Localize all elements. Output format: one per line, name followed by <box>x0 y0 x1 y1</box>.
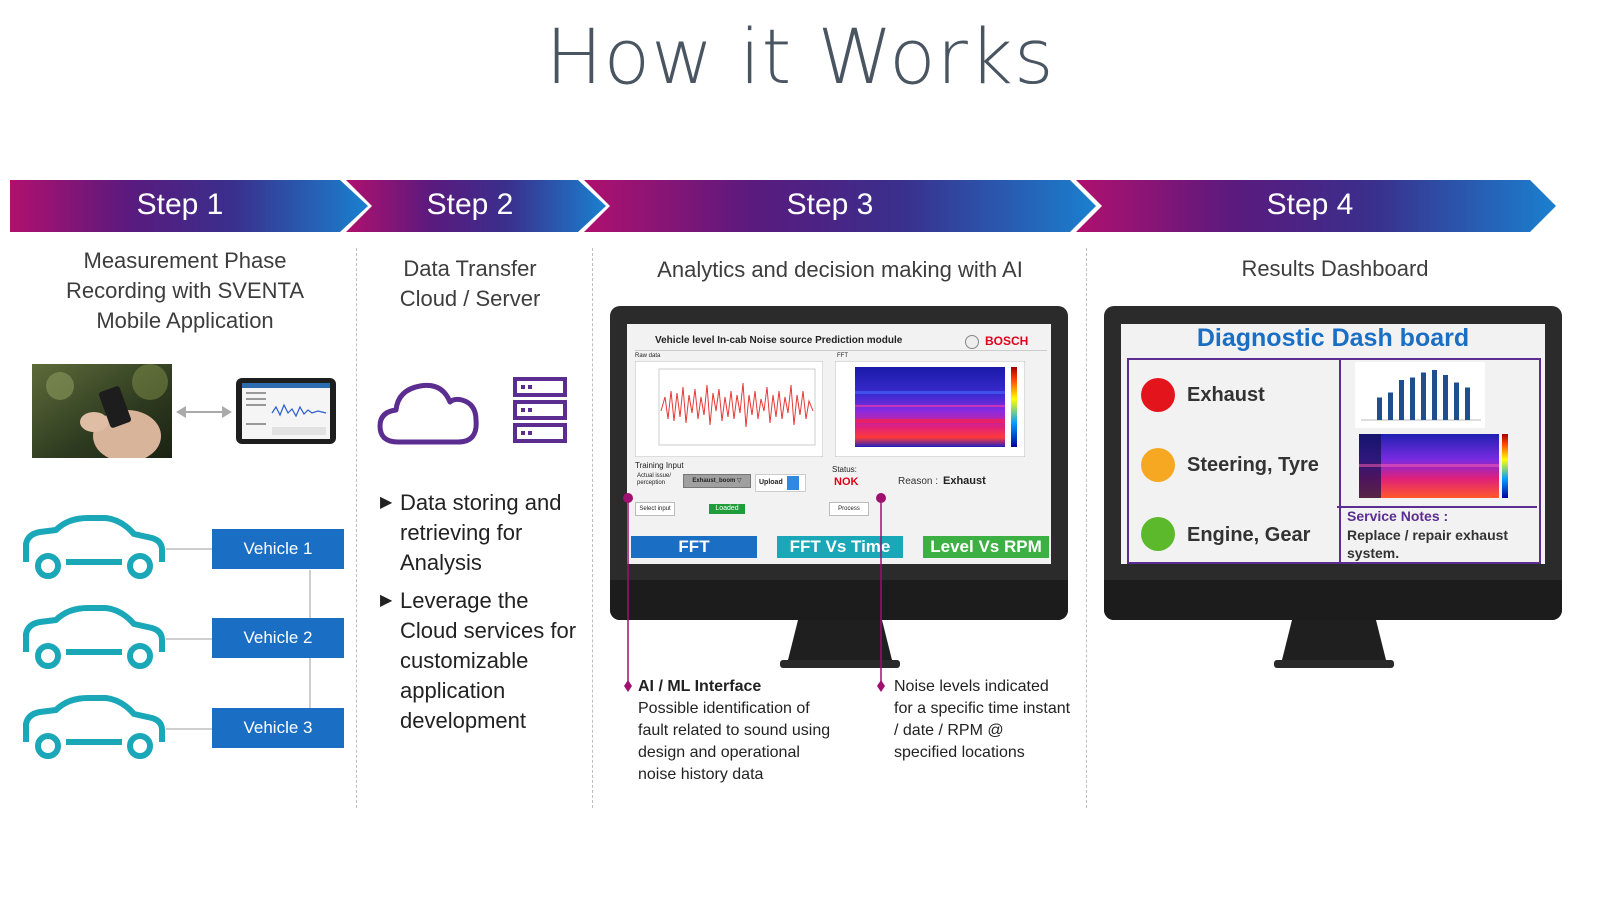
page-title: How it Works <box>545 12 1055 101</box>
step1-chevron <box>10 180 368 232</box>
raw-data-plot <box>635 361 823 457</box>
triangle-bullet-icon: ▶ <box>380 592 393 609</box>
noise-levels-annotation: Noise levels indicated for a specific ti… <box>894 678 1071 761</box>
actual-issue-label: Actual issue/ perception <box>637 473 672 486</box>
status-value: NOK <box>834 476 859 488</box>
waveform-line <box>660 382 814 428</box>
dashboard-item-label: Steering, Tyre <box>1187 454 1319 476</box>
notes-divider <box>1337 506 1537 508</box>
fft-spectrogram <box>835 361 1025 457</box>
server-icon <box>513 377 567 443</box>
brand-label: BOSCH <box>985 334 1029 348</box>
dashboard-item-label: Engine, Gear <box>1187 524 1311 546</box>
step-banner <box>10 180 1556 232</box>
mini-bar <box>1399 380 1404 420</box>
mini-bar <box>1443 375 1448 420</box>
divider-3 <box>1086 248 1087 808</box>
monitor-bezel <box>1104 580 1562 620</box>
mini-bar <box>1465 387 1470 420</box>
step4-label: Step 4 <box>1266 188 1354 221</box>
status-dot-green <box>1141 517 1175 551</box>
vehicle-1-box: Vehicle 1 <box>212 529 344 569</box>
reason-value: Exhaust <box>943 475 986 487</box>
mini-bar <box>1421 372 1426 420</box>
step1-label: Step 1 <box>136 188 224 221</box>
status-label: Status: <box>832 465 857 474</box>
step2-chevron <box>346 180 606 232</box>
ai-ml-annotation: AI / ML Interface Possible identificatio… <box>638 678 831 783</box>
mini-bar <box>1410 377 1415 420</box>
vehicle-2-box: Vehicle 2 <box>212 618 344 658</box>
monitor-bezel <box>610 580 1068 620</box>
step3-description: Analytics and decision making with AI <box>657 257 1023 282</box>
step2-bullets: ▶Data storing and retrieving for Analysi… <box>380 488 590 744</box>
step2-label: Step 2 <box>426 188 514 221</box>
annotation-lines <box>623 493 886 692</box>
service-notes-text: Replace / repair exhaust system. <box>1347 527 1509 561</box>
dashboard-frame <box>1127 358 1541 564</box>
tab-fft-vs-time[interactable]: FFT Vs Time <box>777 536 903 558</box>
analytics-screen: Vehicle level In-cab Noise source Predic… <box>627 324 1051 564</box>
divider-1 <box>356 248 357 808</box>
training-input-label: Training Input <box>635 461 684 470</box>
monitor-stand <box>1274 620 1394 668</box>
chevron-down-icon: ▽ <box>737 478 742 484</box>
header-rule <box>635 350 1047 351</box>
step4-chevron <box>1076 180 1556 232</box>
module-header: Vehicle level In-cab Noise source Predic… <box>655 335 903 346</box>
select-input-button[interactable]: Select input <box>635 502 675 516</box>
mini-spectrogram <box>1359 434 1508 498</box>
dashboard-item-label: Exhaust <box>1187 384 1265 406</box>
reason-label: Reason : <box>898 476 939 487</box>
triangle-bullet-icon: ▶ <box>380 494 393 511</box>
car-icon <box>23 605 165 669</box>
fft-label: FFT <box>837 353 848 359</box>
status-dot-red <box>1141 378 1175 412</box>
status-dot-orange <box>1141 448 1175 482</box>
phone-photo <box>32 364 172 458</box>
mini-bar <box>1432 370 1437 420</box>
bosch-logo-icon <box>965 335 979 349</box>
tablet-device <box>236 378 336 444</box>
service-notes-title: Service Notes : <box>1347 508 1449 524</box>
step3-label: Step 3 <box>786 188 874 221</box>
tablet-screen <box>242 383 330 439</box>
loaded-badge: Loaded <box>709 504 745 514</box>
mini-bar-chart <box>1355 362 1485 428</box>
step1-description: Measurement Phase Recording with SVENTA … <box>65 248 304 333</box>
tab-level-vs-rpm[interactable]: Level Vs RPM <box>923 536 1049 558</box>
bullet-item: ▶Leverage the Cloud services for customi… <box>380 588 577 733</box>
tab-fft[interactable]: FFT <box>631 536 757 558</box>
mini-bar <box>1454 382 1459 420</box>
step3-chevron <box>584 180 1096 232</box>
dashboard-title: Diagnostic Dash board <box>1196 324 1470 352</box>
step4-description: Results Dashboard <box>1241 256 1429 281</box>
process-button[interactable]: Process <box>829 502 869 516</box>
upload-icon <box>787 476 799 490</box>
divider-2 <box>592 248 593 808</box>
vehicle-3-box: Vehicle 3 <box>212 708 344 748</box>
car-icon <box>23 695 165 759</box>
monitor-stand <box>780 620 900 668</box>
issue-dropdown[interactable]: Exhaust_boom ▽ <box>683 474 751 488</box>
mini-bar <box>1388 392 1393 420</box>
mini-bar <box>1377 397 1382 420</box>
dashboard-screen: Diagnostic Dash board Exhaust Steering, … <box>1121 324 1545 564</box>
cloud-icon <box>377 382 479 445</box>
dashboard-divider <box>1339 358 1341 562</box>
raw-data-label: Raw data <box>635 353 661 359</box>
car-icon <box>23 515 165 579</box>
bidirectional-arrow-icon <box>176 406 232 418</box>
bullet-item: ▶Data storing and retrieving for Analysi… <box>380 490 562 575</box>
step2-description: Data Transfer Cloud / Server <box>399 256 541 311</box>
